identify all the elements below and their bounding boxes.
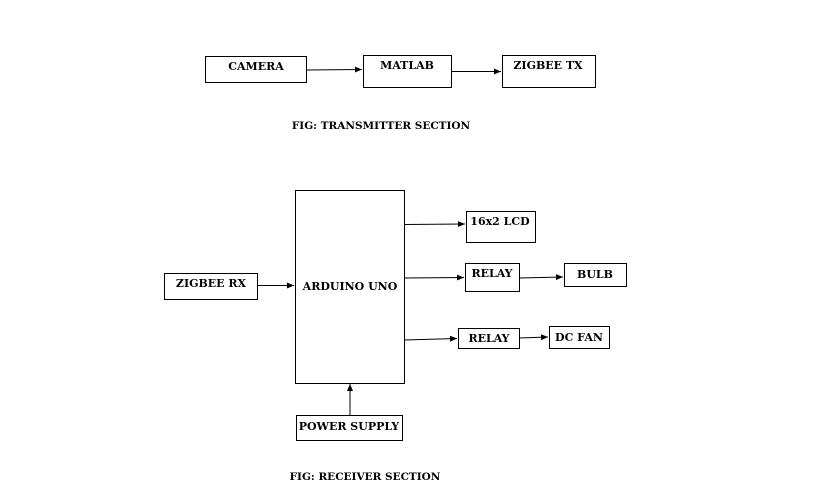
camera-label: CAMERA bbox=[228, 60, 284, 73]
relay-1-block: RELAY bbox=[465, 263, 520, 292]
zigbee-rx-block: ZIGBEE RX bbox=[164, 273, 258, 300]
power-supply-label: POWER SUPPLY bbox=[299, 420, 400, 433]
dc-fan-label: DC FAN bbox=[555, 331, 603, 344]
receiver-caption: FIG: RECEIVER SECTION bbox=[290, 471, 441, 483]
camera-block: CAMERA bbox=[205, 56, 307, 83]
arrow-arduino-to-lcd bbox=[403, 221, 466, 228]
relay-1-label: RELAY bbox=[471, 267, 512, 280]
lcd-label: 16x2 LCD bbox=[470, 215, 530, 228]
matlab-block: MATLAB bbox=[363, 55, 452, 88]
lcd-block: 16x2 LCD bbox=[466, 211, 536, 243]
bulb-block: BULB bbox=[564, 263, 627, 287]
transmitter-caption: FIG: TRANSMITTER SECTION bbox=[292, 120, 471, 132]
arrow-arduino-to-relay-1 bbox=[403, 274, 465, 281]
relay-2-label: RELAY bbox=[468, 332, 509, 345]
zigbee-tx-label: ZIGBEE TX bbox=[513, 59, 583, 72]
arduino-uno-label: ARDUINO UNO bbox=[302, 280, 398, 293]
bulb-label: BULB bbox=[577, 268, 613, 281]
arrow-relay-1-to-bulb bbox=[518, 274, 564, 281]
arduino-uno-block: ARDUINO UNO bbox=[295, 190, 405, 384]
arrow-camera-to-matlab bbox=[305, 66, 363, 73]
matlab-label: MATLAB bbox=[380, 59, 434, 72]
relay-2-block: RELAY bbox=[458, 328, 520, 349]
receiver-section: ARDUINO UNO ZIGBEE RX POWER SUPPLY 16x2 … bbox=[164, 190, 627, 483]
arrow-arduino-to-relay-2 bbox=[403, 335, 458, 342]
zigbee-rx-label: ZIGBEE RX bbox=[176, 277, 247, 290]
arrow-relay-2-to-dc-fan bbox=[518, 334, 549, 341]
zigbee-tx-block: ZIGBEE TX bbox=[502, 55, 596, 88]
dc-fan-block: DC FAN bbox=[549, 326, 610, 349]
power-supply-block: POWER SUPPLY bbox=[296, 415, 403, 441]
transmitter-section: CAMERA MATLAB ZIGBEE TX FIG: TRANSMITTER… bbox=[205, 55, 596, 132]
